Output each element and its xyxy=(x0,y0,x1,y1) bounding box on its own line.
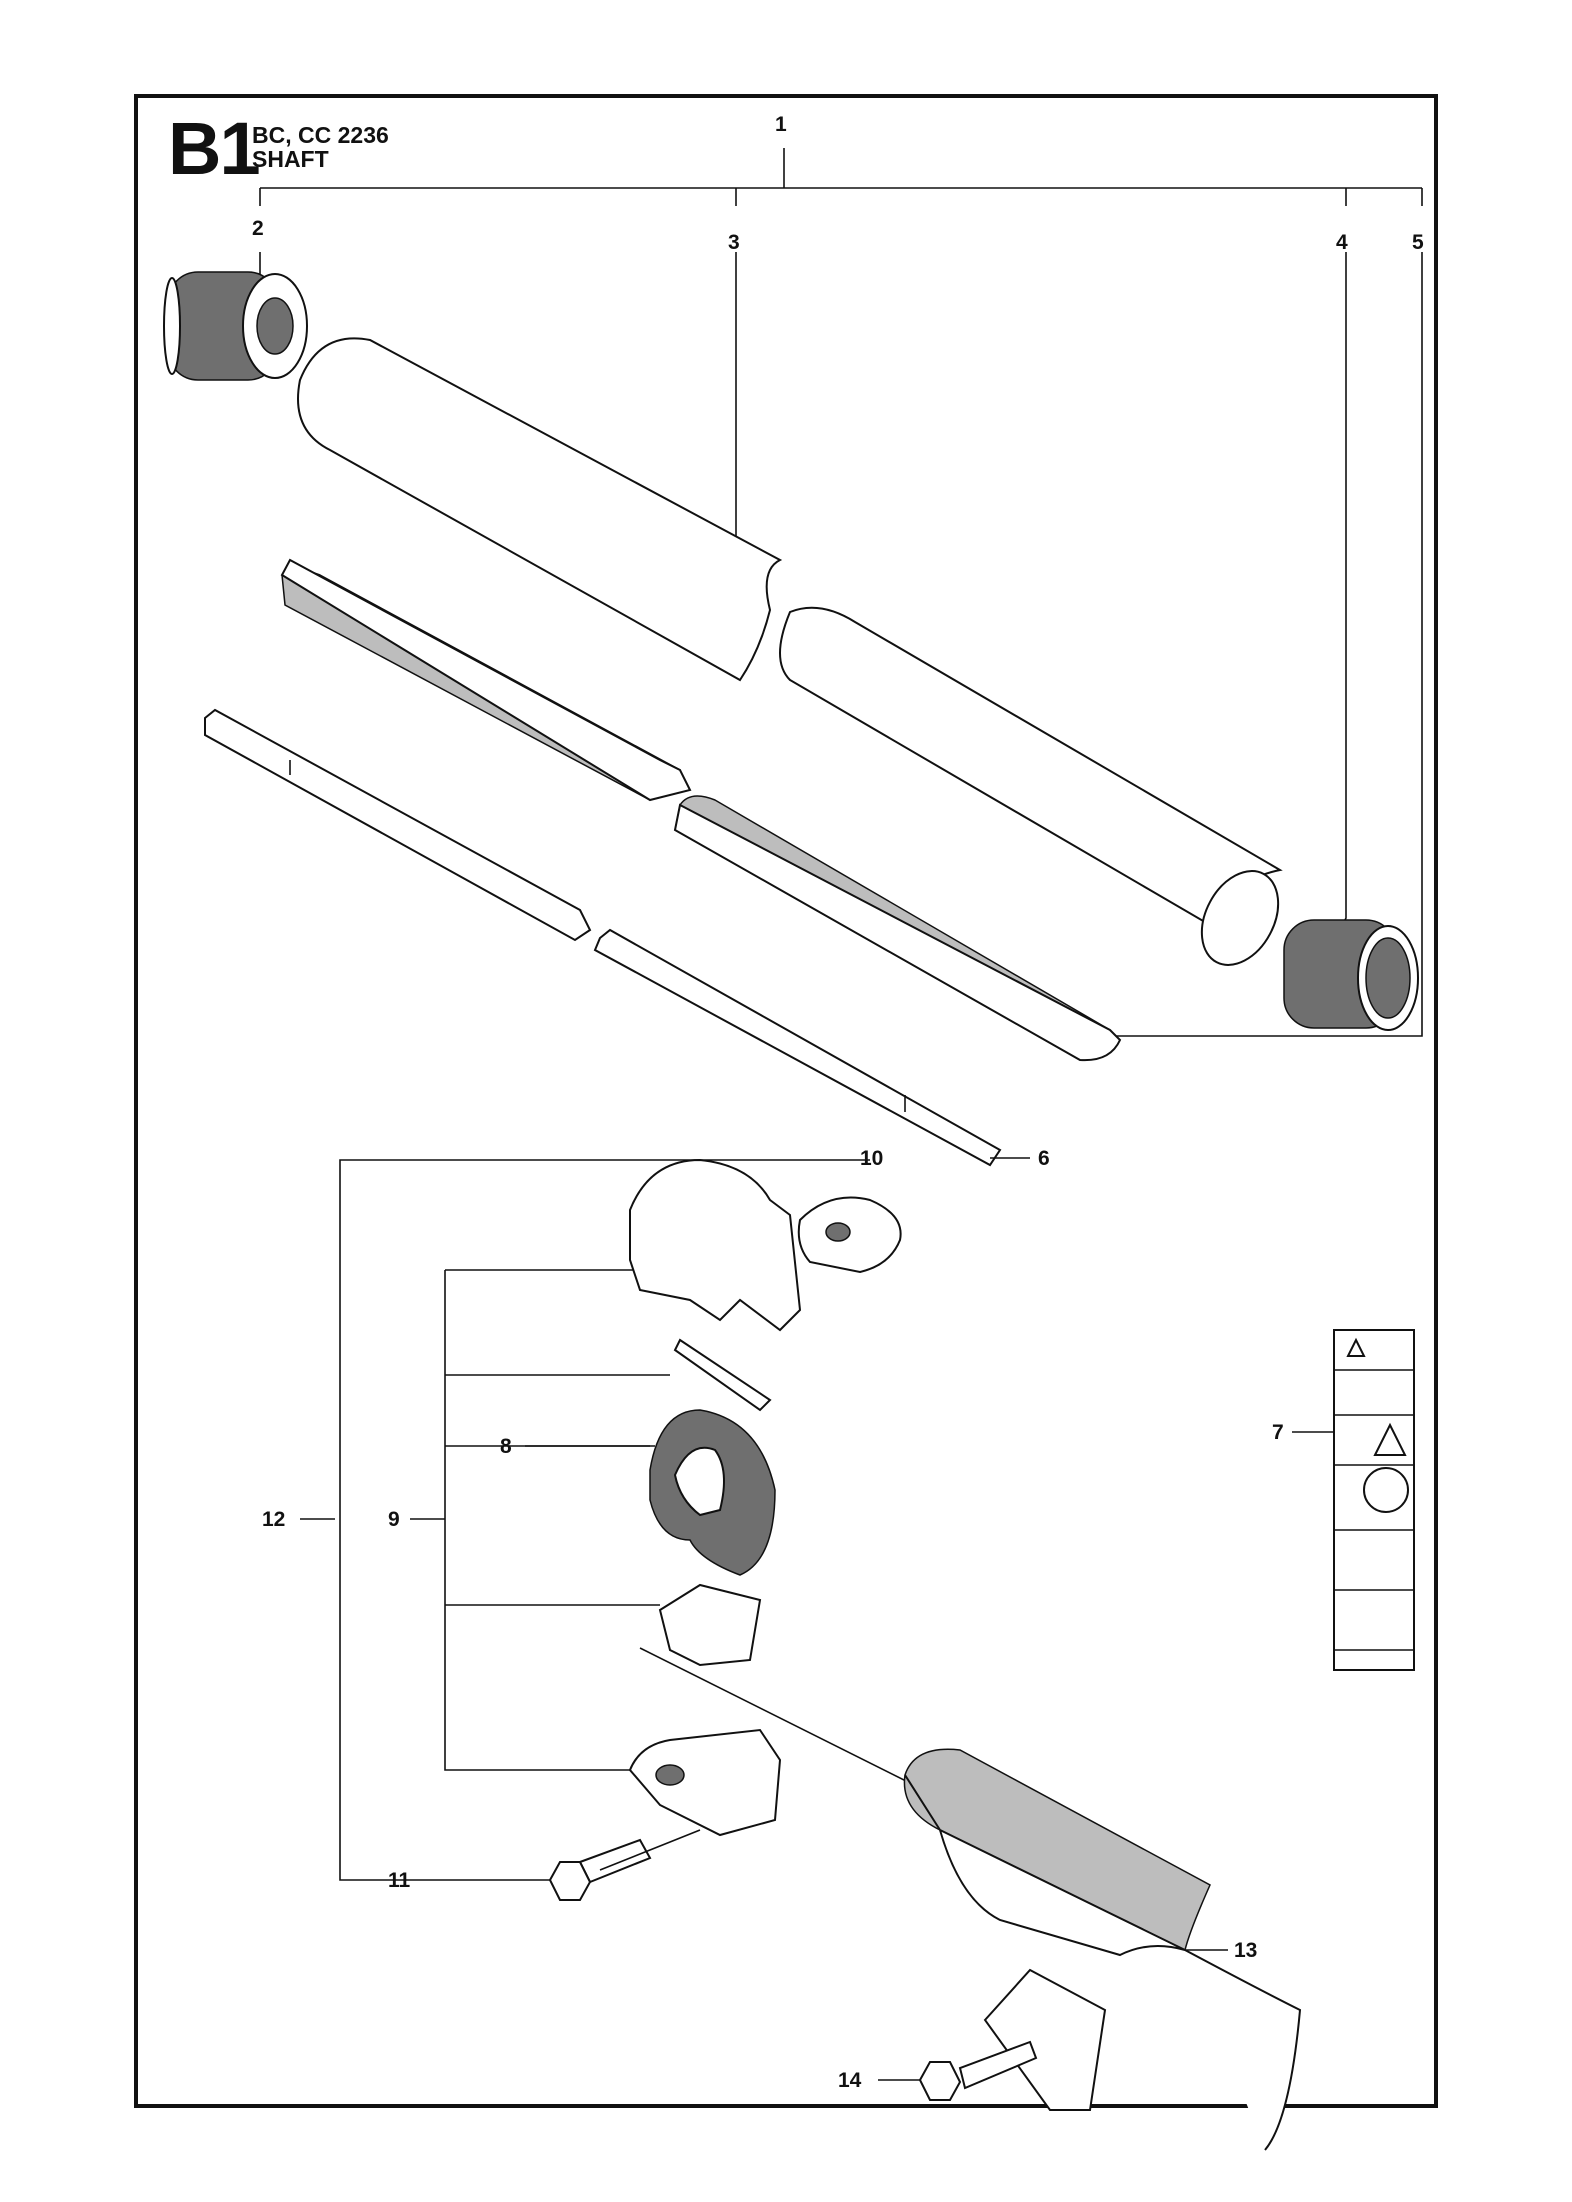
callout-3: 3 xyxy=(728,231,740,254)
screw-part-14 xyxy=(878,2040,1038,2101)
section-subtitle: SHAFT xyxy=(252,146,329,172)
warning-label-part-7 xyxy=(1292,1329,1415,1671)
callout-6: 6 xyxy=(1038,1147,1050,1170)
callout-1: 1 xyxy=(775,113,787,136)
callout-10: 10 xyxy=(860,1147,884,1170)
screw-part-11 xyxy=(400,1829,701,1901)
callout-7: 7 xyxy=(1272,1421,1284,1444)
callout-12: 12 xyxy=(262,1508,286,1531)
liner-part-5 xyxy=(280,558,1122,1062)
model-title: BC, CC 2236 xyxy=(252,122,389,148)
end-cap-part-2 xyxy=(163,271,308,381)
section-code: B1 xyxy=(168,107,261,190)
end-cap-part-4 xyxy=(1283,919,1419,1031)
callout-8: 8 xyxy=(500,1435,512,1458)
handle-assembly-parts-8-12 xyxy=(300,1158,902,1881)
bracket-part-13 xyxy=(639,1647,1302,2151)
callout-13: 13 xyxy=(1234,1939,1258,1962)
callout-11: 11 xyxy=(388,1869,411,1892)
callout-2: 2 xyxy=(252,217,264,240)
shaft-tube-part-3 xyxy=(297,337,1283,966)
callout-9: 9 xyxy=(388,1508,400,1531)
callout-4: 4 xyxy=(1336,231,1348,254)
diagram-frame xyxy=(134,94,1438,2108)
drive-shaft-part-6 xyxy=(204,708,1030,1167)
callout-14: 14 xyxy=(838,2069,862,2092)
callout-5: 5 xyxy=(1412,231,1424,254)
